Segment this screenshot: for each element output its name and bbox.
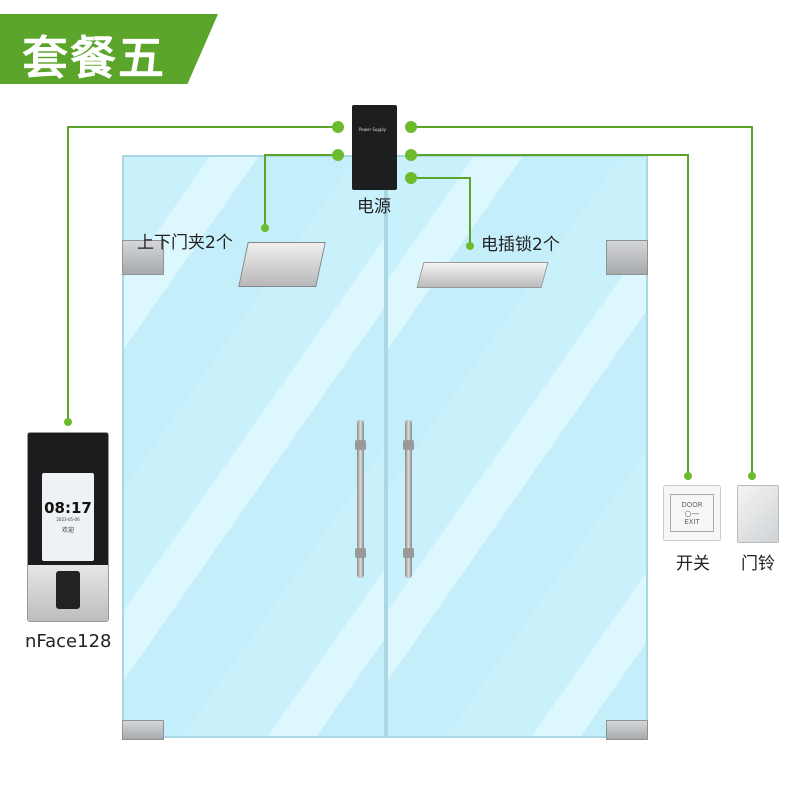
door-clamp-label: 上下门夹2个 <box>137 233 233 253</box>
power-label: 电源 <box>357 197 391 217</box>
hinge-bottom-right <box>606 720 648 740</box>
exit-button-bottom: EXIT <box>684 518 700 526</box>
exit-button: DOOR○—EXIT <box>663 485 721 541</box>
bell-label: 门铃 <box>741 554 775 574</box>
hinge-top-right <box>606 240 648 275</box>
exit-label: 开关 <box>676 554 710 574</box>
right-glass-door <box>386 155 648 738</box>
exit-button-top: DOOR <box>681 501 703 509</box>
door-clamp-image <box>238 242 326 287</box>
device-label: nFace128 <box>25 631 112 652</box>
package-banner: 套餐五 <box>0 14 218 84</box>
electric-lock-label: 电插锁2个 <box>481 235 560 255</box>
hinge-top-left <box>122 240 164 275</box>
hinge-bottom-left <box>122 720 164 740</box>
left-door-handle <box>357 420 364 578</box>
power-supply: Power Supply <box>352 105 397 190</box>
power-supply-label: Power Supply <box>359 127 386 132</box>
electric-lock-image <box>416 262 549 288</box>
device-screen: 08:17 2023-05-06 欢迎 <box>42 473 94 561</box>
screen-welcome: 欢迎 <box>61 527 74 534</box>
nface128-device: 08:17 2023-05-06 欢迎 <box>27 432 109 622</box>
right-door-handle <box>405 420 412 578</box>
doorbell <box>737 485 779 543</box>
screen-date: 2023-05-06 <box>56 517 80 522</box>
screen-time: 08:17 <box>44 499 92 517</box>
package-title: 套餐五 <box>22 31 166 85</box>
